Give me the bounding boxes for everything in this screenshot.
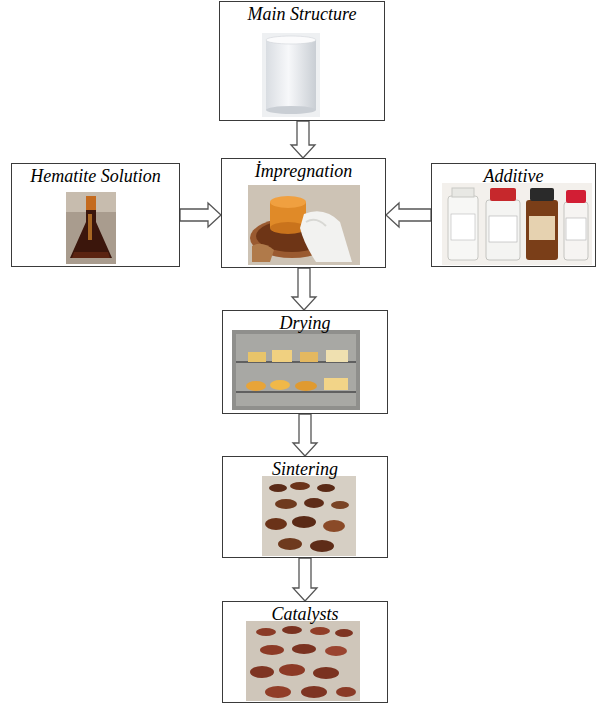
process-box: Additive xyxy=(431,163,596,267)
block-arrow xyxy=(291,121,315,158)
process-box: Hematite Solution xyxy=(11,163,180,267)
block-arrow xyxy=(180,203,221,227)
process-box: Drying xyxy=(222,310,388,414)
flask-photo xyxy=(66,192,116,264)
impregnation-photo xyxy=(248,185,360,265)
block-arrow xyxy=(386,203,431,227)
box-title: Main Structure xyxy=(246,4,359,24)
box-title: Drying xyxy=(278,313,333,333)
block-arrow xyxy=(293,558,317,601)
oven-photo xyxy=(232,330,360,410)
catalysts-photo xyxy=(246,621,360,701)
cylinder-photo xyxy=(262,33,320,117)
box-title: Hematite Solution xyxy=(28,166,162,186)
box-title: Sintering xyxy=(270,459,340,479)
block-arrow xyxy=(293,414,317,456)
process-box: İmpregnation xyxy=(221,158,386,268)
process-box: Sintering xyxy=(222,456,388,558)
box-title: Catalysts xyxy=(269,604,340,624)
block-arrow xyxy=(292,268,316,310)
bottles-photo xyxy=(442,183,592,265)
process-box: Catalysts xyxy=(222,601,388,703)
box-title: İmpregnation xyxy=(253,161,354,181)
box-title: Additive xyxy=(482,166,546,186)
process-box: Main Structure xyxy=(219,1,385,121)
sintering-photo xyxy=(262,476,356,556)
